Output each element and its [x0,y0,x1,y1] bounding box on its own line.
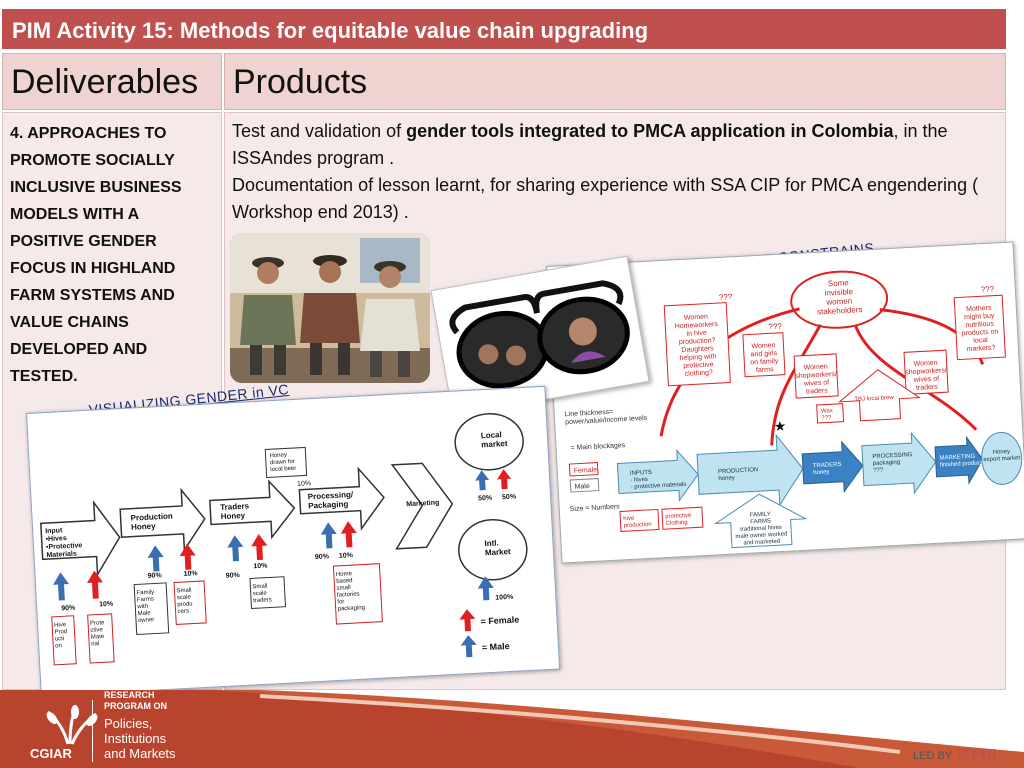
vc-small-prod-box: Smallscaleproducers [176,588,193,615]
gc-mothers: Mothersmight buynutritiousproducts onloc… [960,304,999,353]
gc-line-thickness: Line thickness=power/value/income levels [565,407,648,426]
products-line1-pre: Test and validation of [232,121,407,141]
gc-women-shop2: Womenshopworkers/wives oftraders [905,359,948,392]
slide-title: PIM Activity 15: Methods for equitable v… [12,18,649,43]
gc-protective: protectiveClothing [665,513,692,527]
products-header: Products [224,53,1006,110]
footer-divider [92,700,93,762]
gc-q1: ??? [981,285,995,295]
vc-traders: TradersHoney [220,501,250,521]
gc-star: ★ [773,418,786,435]
research-program-label: RESEARCH PROGRAM ON [104,690,167,711]
deliverables-header: Deliverables [2,53,222,110]
gc-hive-prod: hiveproduction [623,515,652,529]
vc-beer-pct: 10% [297,480,311,488]
gc-main-block: = Main blockages [570,442,625,452]
vc-home-box: Homebasedsmallfactoriesforpackaging [336,571,365,613]
value-chain-diagram: Input•Hives•ProtectiveMaterials Producti… [26,385,561,697]
vc-pct-10-d: 10% [339,552,354,560]
gender-constraints-svg: Someinvisiblewomenstakeholders WomenHome… [565,270,1023,549]
vc-beer-box: Honeydrawn forlocal beer [269,452,296,473]
vc-pct-10-a: 10% [99,601,114,609]
gc-size-numbers: Size = Numbers [570,503,621,513]
gc-wax: Wax??? [821,408,833,421]
farmers-photo [230,233,430,383]
value-chain-svg: Input•Hives•ProtectiveMaterials Producti… [40,413,528,666]
vc-pct-10-c: 10% [253,563,268,571]
products-line1-bold: gender tools integrated to PMCA applicat… [406,121,894,141]
vc-family-box: FamilyFarmswithMaleowner [135,590,155,625]
products-header-label: Products [233,63,368,101]
deliverables-header-label: Deliverables [11,63,199,101]
deliverable-text: 4. APPROACHES TO PROMOTE SOCIALLY INCLUS… [10,125,182,385]
vc-processing: Processing/Packaging [308,490,355,511]
gc-women-shop: Womenshopworkers/wives oftraders [795,363,838,396]
sunglasses-panel [430,255,650,417]
gc-processing: PROCESSINGpackaging??? [872,452,913,474]
pim-program-name: Policies, Institutions and Markets [104,716,176,761]
vc-pct-90-a: 90% [61,605,76,613]
sunglasses-illustration [449,280,630,389]
vc-pct-90-b: 90% [148,572,163,580]
vc-gender-arrows [53,469,512,601]
products-text: Test and validation of gender tools inte… [232,118,997,226]
gc-female: Female [574,467,598,475]
vc-protective-box: ProtectiveMaterial [90,620,106,647]
cgiar-label: CGIAR [30,746,72,761]
gc-q3: ??? [768,322,782,332]
products-line2: Documentation of lesson learnt, for shar… [232,175,979,222]
products-line1-post: , in the ISSAndes program . [232,121,948,168]
gc-family-farms: FAMILYFARMStraditional hivesmale owner w… [734,511,788,547]
ifpri-logo-text: IFPRI [958,746,997,763]
gc-traders: TRADERShoney [813,462,842,476]
vc-small-traders-box: Smallscaletraders [252,583,272,604]
gc-tbj: TBJ local brew [854,395,894,403]
gc-invisible-label: Someinvisiblewomenstakeholders [815,278,862,317]
slide-title-bar: PIM Activity 15: Methods for equitable v… [2,9,1006,49]
vc-legend-male: = Male [482,641,510,652]
led-by-label: LED BY [913,750,953,762]
vc-legend-female: = Female [480,614,519,626]
vc-pct-50-a: 50% [478,495,493,503]
vc-intl-market: Intl.Market [484,538,511,558]
vc-pct-100: 100% [495,594,514,602]
gender-constraints-diagram: Someinvisiblewomenstakeholders WomenHome… [546,241,1024,564]
gc-production: PRODUCTIONhoney [718,467,759,482]
vc-pct-10-b: 10% [183,570,198,578]
footer-swoosh [0,690,1024,768]
gc-q2: ??? [719,292,733,302]
vc-local-market: Localmarket [481,430,508,450]
gc-marketing: MARKETINGfinished products [939,453,985,468]
gc-women-hive: WomenHomeworkersin hiveproduction?Daught… [674,313,721,378]
vc-input: Input•Hives•ProtectiveMaterials [45,526,83,559]
vc-pct-50-b: 50% [502,493,517,501]
farmers-photo-illustration [230,233,430,383]
vc-marketing: Marketing [406,499,439,508]
gc-male: Male [574,483,590,491]
vc-pct-90-c: 90% [226,572,241,580]
vc-pct-90-d: 90% [315,553,330,561]
gc-inputs: INPUTS- hives- protective materials [630,468,687,491]
footer-band [0,690,1024,768]
vc-production: ProductionHoney [130,511,173,531]
gc-export: Honeyexport market [983,448,1021,463]
cgiar-wheat-icon [46,705,98,745]
vc-hive-box: HiveProduction [54,622,68,649]
gc-women-girls: Womenand girlson familyfarms [749,342,779,374]
